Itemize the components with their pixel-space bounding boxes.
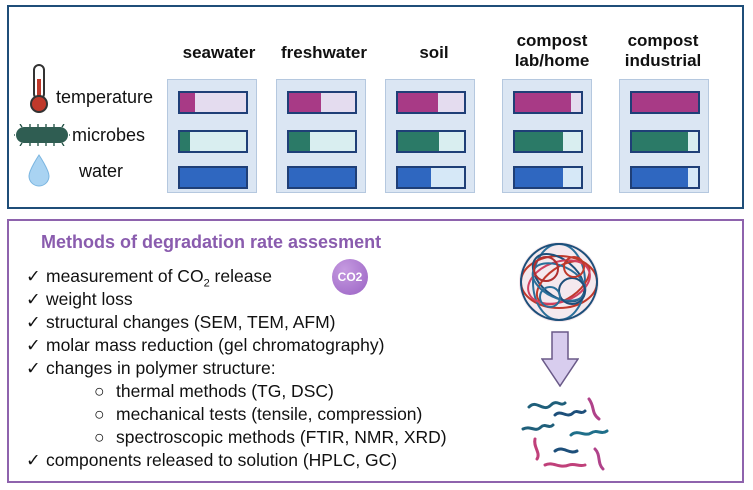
env-card-seawater	[167, 79, 257, 193]
env-header-compost-lab-home: compost lab/home	[514, 31, 590, 70]
method-co2-suffix: release	[209, 266, 272, 286]
circle-bullet-icon: ○	[94, 381, 105, 401]
methods-panel: Methods of degradation rate assesment ✓m…	[7, 219, 744, 483]
thermometer-icon	[30, 64, 48, 113]
microbes-bar	[630, 130, 700, 153]
temperature-bar-fill	[180, 93, 195, 112]
temperature-bar	[630, 91, 700, 114]
water-bar-fill	[289, 168, 355, 187]
co2-subscript: 2	[203, 277, 210, 290]
env-card-compost-lab-home	[502, 79, 592, 193]
water-bar-fill	[398, 168, 431, 187]
polymer-fragments-icon	[521, 397, 609, 471]
factor-label-temperature: temperature	[56, 87, 154, 107]
microbes-bar-fill	[180, 132, 190, 151]
temperature-bar	[287, 91, 357, 114]
sub-item-mechanical: ○ mechanical tests (tensile, compression)	[94, 404, 422, 425]
factor-label-microbes: microbes	[72, 125, 146, 145]
temperature-bar	[178, 91, 248, 114]
sub-item-text: thermal methods (TG, DSC)	[116, 381, 334, 401]
circle-bullet-icon: ○	[94, 427, 105, 447]
microbes-bar-fill	[398, 132, 439, 151]
polymer-ball-icon	[519, 242, 599, 322]
method-item-components-released: ✓components released to solution (HPLC, …	[26, 450, 397, 471]
temperature-bar	[396, 91, 466, 114]
bacterium-icon	[14, 124, 70, 146]
method-item-polymer-structure: ✓changes in polymer structure:	[26, 358, 276, 379]
env-header-seawater: seawater	[182, 43, 256, 62]
water-drop-icon	[28, 154, 50, 187]
environment-panel: seawater freshwater soil compost lab/hom…	[7, 5, 744, 209]
temperature-bar-fill	[632, 93, 698, 112]
method-item-weight-loss: ✓weight loss	[26, 289, 133, 310]
method-text: changes in polymer structure:	[46, 358, 276, 378]
microbes-bar-fill	[289, 132, 311, 151]
env-header-compost-industrial: compost industrial	[624, 31, 702, 70]
factor-label-water: water	[79, 161, 124, 181]
water-bar	[178, 166, 248, 189]
check-mark-icon: ✓	[26, 266, 41, 286]
sub-item-text: mechanical tests (tensile, compression)	[116, 404, 423, 424]
check-mark-icon: ✓	[26, 289, 41, 309]
temperature-bar-fill	[398, 93, 438, 112]
microbes-bar	[396, 130, 466, 153]
method-text: molar mass reduction (gel chromatography…	[46, 335, 385, 355]
microbes-bar-fill	[632, 132, 689, 151]
microbes-bar-fill	[515, 132, 563, 151]
sub-item-spectroscopic: ○ spectroscopic methods (FTIR, NMR, XRD)	[94, 427, 447, 448]
down-arrow-icon	[541, 331, 579, 387]
water-bar	[630, 166, 700, 189]
method-item-molar-mass: ✓molar mass reduction (gel chromatograph…	[26, 335, 384, 356]
water-bar	[396, 166, 466, 189]
water-bar-fill	[180, 168, 246, 187]
temperature-bar-fill	[289, 93, 321, 112]
co2-badge-icon: CO2	[332, 259, 368, 295]
check-mark-icon: ✓	[26, 450, 41, 470]
water-bar-fill	[632, 168, 689, 187]
temperature-bar	[513, 91, 583, 114]
method-text: components released to solution (HPLC, G…	[46, 450, 398, 470]
circle-bullet-icon: ○	[94, 404, 105, 424]
check-mark-icon: ✓	[26, 312, 41, 332]
sub-item-text: spectroscopic methods (FTIR, NMR, XRD)	[116, 427, 447, 447]
env-card-soil	[385, 79, 475, 193]
methods-title: Methods of degradation rate assesment	[41, 232, 382, 252]
check-mark-icon: ✓	[26, 335, 41, 355]
env-header-freshwater: freshwater	[281, 43, 367, 62]
water-bar-fill	[515, 168, 563, 187]
microbes-bar	[513, 130, 583, 153]
method-item-co2: ✓measurement of CO2 release	[26, 266, 272, 290]
sub-item-thermal: ○ thermal methods (TG, DSC)	[94, 381, 334, 402]
water-bar	[287, 166, 357, 189]
check-mark-icon: ✓	[26, 358, 41, 378]
temperature-bar-fill	[515, 93, 572, 112]
water-bar	[513, 166, 583, 189]
env-header-soil: soil	[419, 43, 449, 62]
method-item-structural-changes: ✓structural changes (SEM, TEM, AFM)	[26, 312, 335, 333]
method-text: structural changes (SEM, TEM, AFM)	[46, 312, 336, 332]
env-card-compost-industrial	[619, 79, 709, 193]
method-co2-text: measurement of CO	[46, 266, 204, 286]
microbes-bar	[287, 130, 357, 153]
env-card-freshwater	[276, 79, 366, 193]
microbes-bar	[178, 130, 248, 153]
method-text: weight loss	[46, 289, 133, 309]
